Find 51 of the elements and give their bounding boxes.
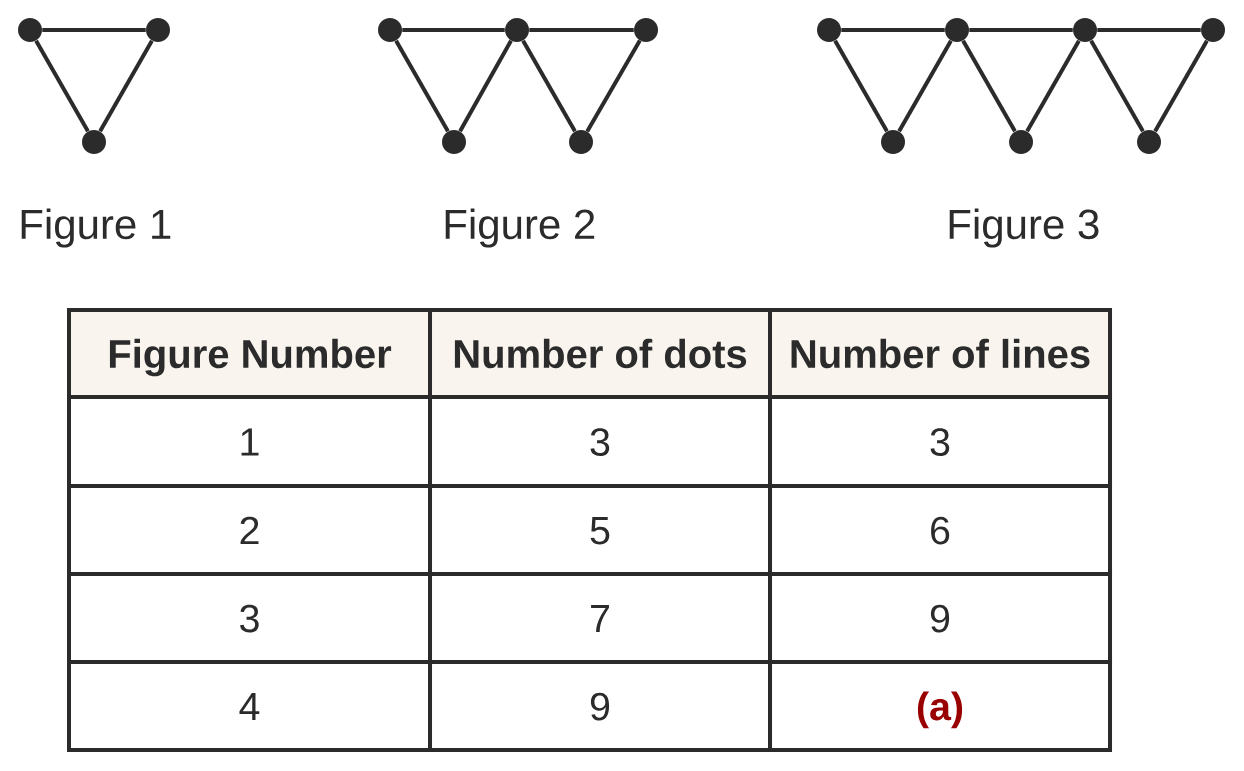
table-cell: 9 xyxy=(768,572,1112,664)
line xyxy=(961,39,1017,133)
line xyxy=(1025,39,1081,133)
line xyxy=(458,39,513,133)
table-cell: 9 xyxy=(428,660,772,752)
line xyxy=(833,39,889,133)
dot xyxy=(18,18,42,42)
dot xyxy=(945,18,969,42)
figure-label: Figure 1 xyxy=(21,208,171,248)
line xyxy=(394,39,450,133)
dot xyxy=(146,18,170,42)
line xyxy=(585,39,642,133)
dot xyxy=(442,130,466,154)
dot xyxy=(1137,130,1161,154)
table-cell: 6 xyxy=(768,484,1112,576)
table-cell: 3 xyxy=(67,572,432,664)
header-cell: Number of lines xyxy=(768,308,1112,399)
dot xyxy=(569,130,593,154)
dot xyxy=(881,130,905,154)
table-cell: 2 xyxy=(67,484,432,576)
header-cell: Figure Number xyxy=(67,308,432,399)
dot xyxy=(634,18,658,42)
table-cell: 4 xyxy=(67,660,432,752)
table-cell: 3 xyxy=(428,395,772,488)
line xyxy=(969,28,1073,32)
line xyxy=(1097,28,1201,32)
table-cell: 5 xyxy=(428,484,772,576)
dot xyxy=(1073,18,1097,42)
line xyxy=(897,39,953,133)
dot xyxy=(1009,130,1033,154)
line xyxy=(402,28,505,32)
figure-label: Figure 3 xyxy=(949,208,1099,248)
line xyxy=(42,28,146,32)
dot xyxy=(817,18,841,42)
dot xyxy=(1201,18,1225,42)
line xyxy=(521,39,577,133)
dot xyxy=(378,18,402,42)
line xyxy=(34,39,90,133)
dot xyxy=(82,130,106,154)
table-cell: (a) xyxy=(768,660,1112,752)
table-cell: 7 xyxy=(428,572,772,664)
figure-label: Figure 2 xyxy=(445,208,595,248)
line xyxy=(1153,39,1209,133)
header-cell: Number of dots xyxy=(428,308,772,399)
line xyxy=(841,28,945,32)
table-cell: 3 xyxy=(768,395,1112,488)
line xyxy=(529,28,634,32)
dot xyxy=(505,18,529,42)
table-cell: 1 xyxy=(67,395,432,488)
line xyxy=(98,39,154,133)
line xyxy=(1089,39,1145,133)
